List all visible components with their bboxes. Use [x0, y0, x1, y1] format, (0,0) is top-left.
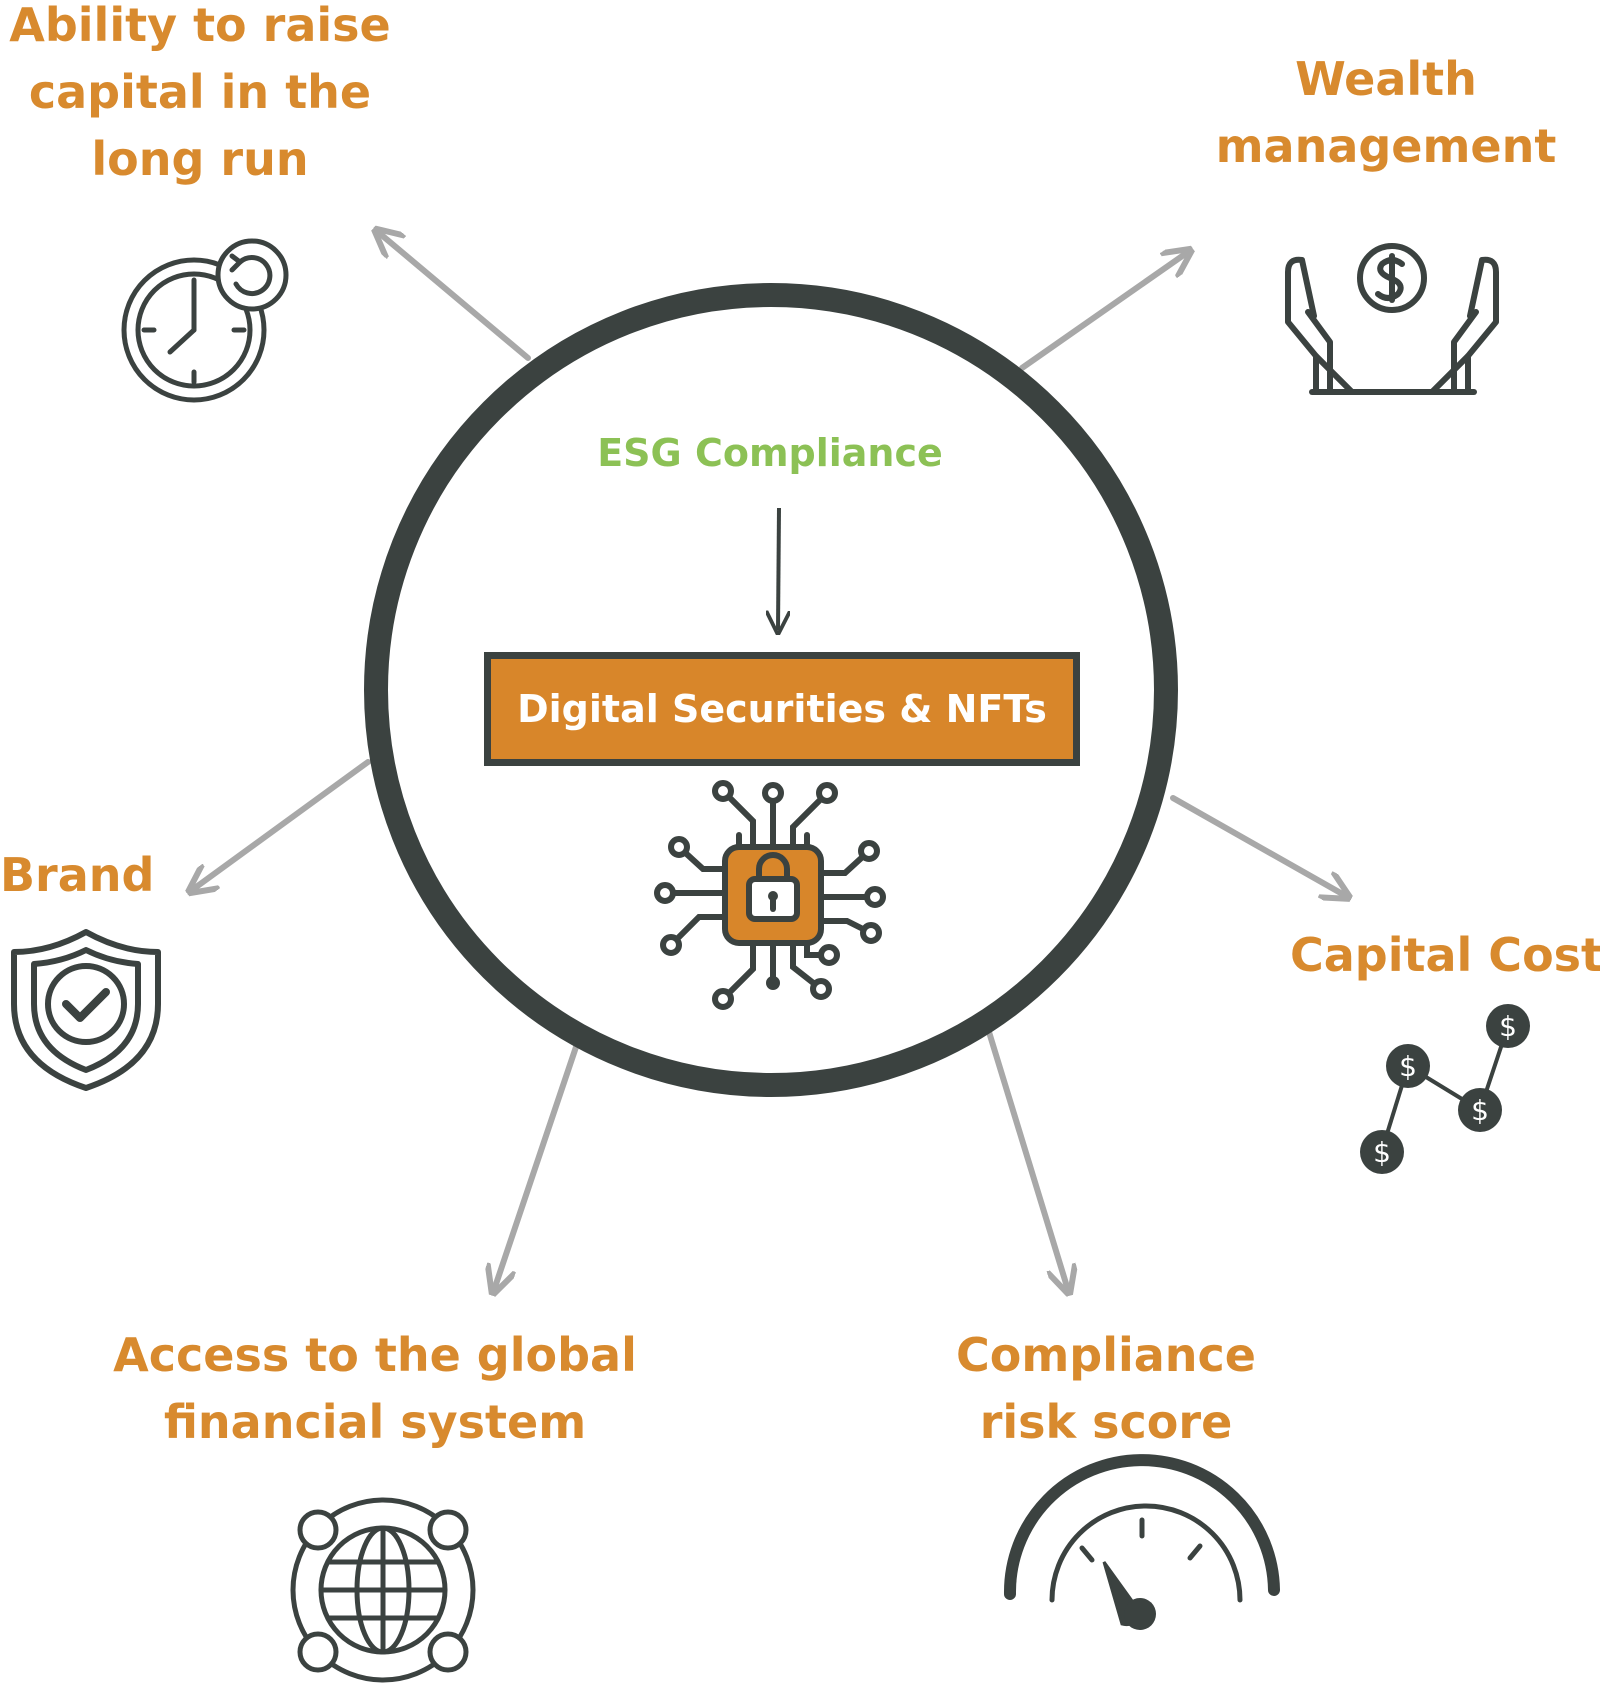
svg-text:$: $ — [1499, 1010, 1517, 1043]
shield-check-icon — [11, 929, 161, 1091]
arrow-compliance-risk — [986, 1029, 1068, 1290]
digital-securities-box: Digital Securities & NFTs — [484, 652, 1080, 766]
gauge-icon — [1003, 1454, 1280, 1630]
dollar-trend-icon: $ $ $ $ — [1360, 1004, 1530, 1174]
esg-compliance-label: ESG Compliance — [597, 431, 943, 475]
connector-arrows — [192, 232, 1346, 1290]
globe-network-icon — [290, 1497, 476, 1683]
arrow-wealth-management — [1019, 252, 1188, 371]
digital-securities-label: Digital Securities & NFTs — [517, 687, 1047, 731]
arrow-brand — [192, 759, 371, 890]
label-global-access: Access to the global financial system — [113, 1328, 637, 1449]
esg-down-arrow — [778, 507, 779, 630]
label-wealth-management: Wealth management — [1215, 52, 1557, 173]
label-capital-cost: Capital Cost — [1290, 928, 1600, 982]
arrow-capital-long-run — [378, 232, 531, 361]
clock-refresh-icon — [121, 238, 289, 403]
chip-lock-icon — [654, 780, 886, 1010]
svg-text:$: $ — [1471, 1094, 1489, 1127]
hands-dollar-icon — [1285, 243, 1499, 395]
svg-text:$: $ — [1399, 1050, 1417, 1083]
svg-text:$: $ — [1373, 1136, 1391, 1169]
label-compliance-risk: Compliance risk score — [955, 1328, 1256, 1449]
label-brand: Brand — [0, 848, 155, 902]
arrow-global-access — [494, 1044, 579, 1290]
label-capital-long-run: Ability to raise capital in the long run — [9, 0, 391, 186]
arrow-capital-cost — [1170, 795, 1346, 896]
